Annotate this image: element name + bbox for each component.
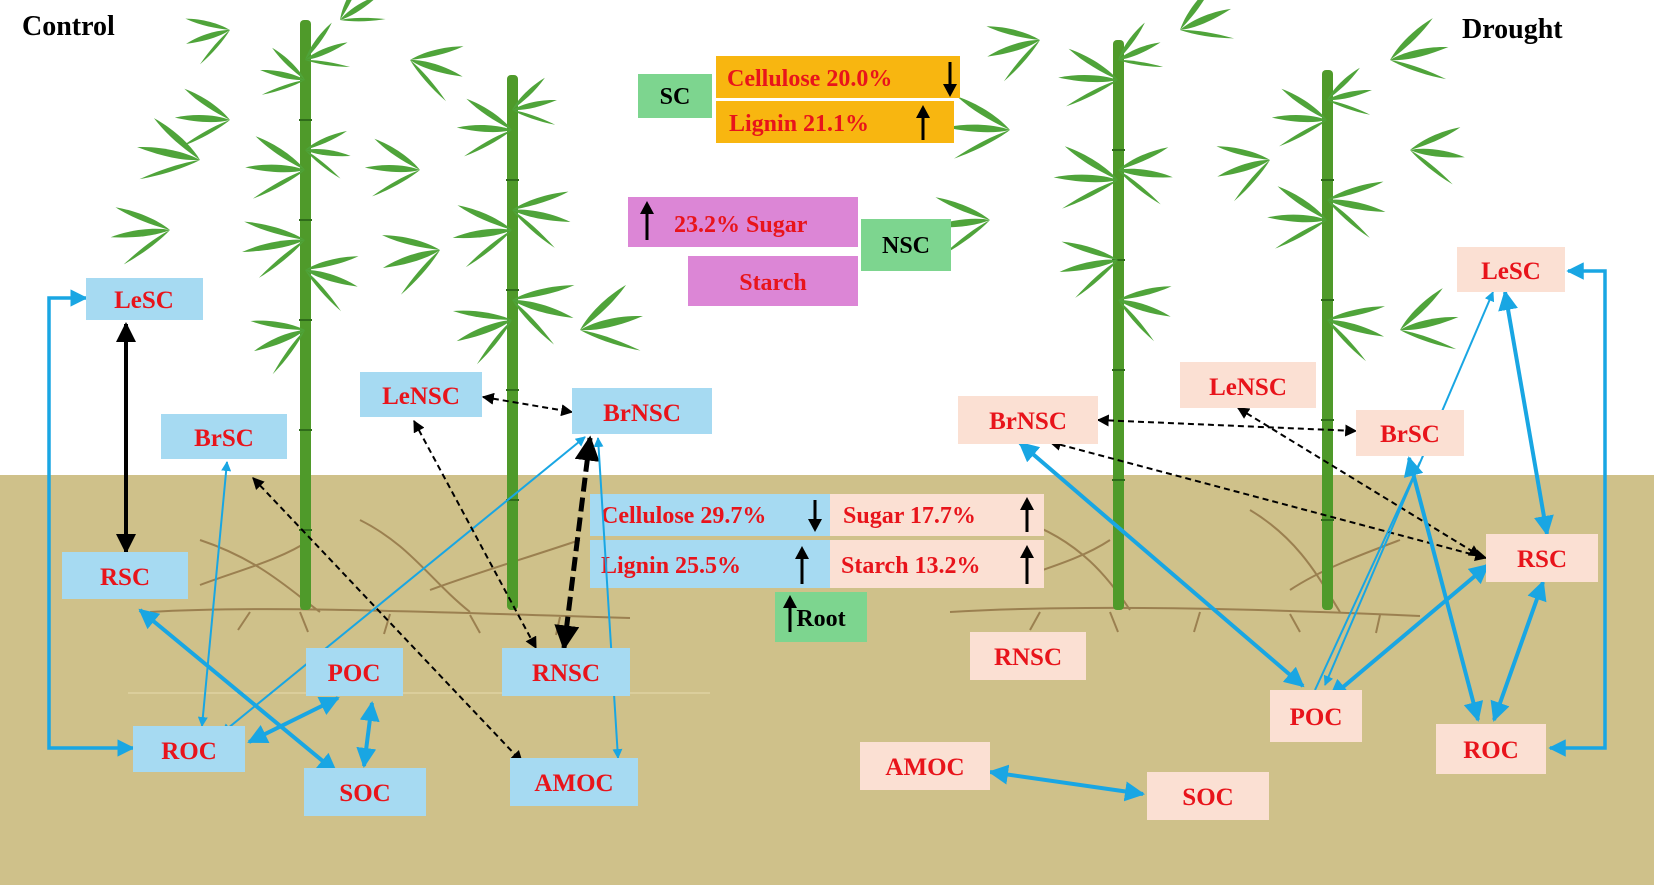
node-control-amoc: AMOC — [510, 758, 638, 806]
node-label: RNSC — [994, 644, 1062, 671]
node-control-poc: POC — [306, 648, 403, 696]
root-cellulose-label: Cellulose 29.7% — [601, 503, 766, 529]
starch-box — [688, 256, 858, 306]
lignin-box — [716, 101, 954, 143]
node-drought-rsc: RSC — [1486, 534, 1598, 582]
root-lignin-box — [590, 540, 830, 588]
edge-brsc-roc — [1403, 456, 1484, 722]
node-label: SOC — [1182, 784, 1233, 811]
node-label: AMOC — [885, 754, 964, 781]
edge-brnsc-amoc — [593, 437, 623, 759]
soil-background — [0, 475, 1654, 885]
edge-lesc-roc — [47, 289, 135, 757]
node-label: SOC — [339, 780, 390, 807]
edge-rsc-roc — [1490, 580, 1547, 722]
sc-box — [638, 74, 712, 118]
node-label: POC — [328, 660, 381, 687]
node-label: ROC — [161, 738, 217, 765]
edge-brnsc-poc — [1018, 441, 1305, 688]
nsc-box — [861, 219, 951, 271]
drought-title: Drought — [1462, 14, 1563, 45]
nsc-label: NSC — [882, 233, 930, 259]
node-control-roc: ROC — [133, 726, 245, 772]
legend-nsc: 23.2% Sugar NSC Starch — [628, 197, 951, 306]
node-label: LeNSC — [382, 383, 460, 410]
lignin-label: Lignin 21.1% — [729, 111, 869, 137]
starch-label: Starch — [739, 270, 807, 296]
arrow-down-icon — [808, 500, 822, 532]
node-label: LeNSC — [1209, 374, 1287, 401]
node-label: RSC — [1517, 546, 1567, 573]
arrow-down-icon — [943, 62, 957, 97]
node-label: BrNSC — [603, 400, 681, 427]
legend-sc: SC Cellulose 20.0% Lignin 21.1% — [638, 56, 960, 143]
drought-nodes: LeSC LeNSC BrNSC BrSC RSC RNSC POC ROC — [860, 247, 1598, 820]
legend-root: Cellulose 29.7% Lignin 25.5% Sugar 17.7%… — [590, 494, 1044, 642]
control-nodes: LeSC BrSC RSC LeNSC BrNSC POC RNSC ROC — [62, 278, 712, 816]
node-label: RNSC — [532, 660, 600, 687]
node-control-brsc: BrSC — [161, 414, 287, 459]
bamboo-stem — [1322, 70, 1333, 610]
node-drought-soc: SOC — [1147, 772, 1269, 820]
arrow-up-icon — [640, 201, 654, 240]
node-label: BrSC — [1380, 421, 1440, 448]
node-drought-amoc: AMOC — [860, 742, 990, 790]
node-label: LeSC — [114, 287, 174, 314]
node-label: BrNSC — [989, 408, 1067, 435]
node-drought-lensc: LeNSC — [1180, 362, 1316, 408]
root-cellulose-box — [590, 494, 830, 536]
arrow-up-icon — [783, 595, 797, 632]
edge-lesc-roc — [1548, 262, 1607, 757]
node-control-soc: SOC — [304, 768, 426, 816]
root-lignin-label: Lignin 25.5% — [601, 553, 741, 579]
sugar-label: 23.2% Sugar — [674, 212, 808, 238]
sugar-box — [628, 197, 858, 247]
node-control-rnsc: RNSC — [502, 648, 630, 696]
bamboo-stem — [300, 20, 311, 610]
node-label: POC — [1290, 704, 1343, 731]
node-drought-brsc: BrSC — [1356, 410, 1464, 456]
edge-lensc-rnsc — [413, 419, 537, 650]
node-control-brnsc: BrNSC — [572, 388, 712, 434]
node-control-lensc: LeNSC — [360, 372, 482, 417]
edge-brnsc-rnsc — [554, 435, 600, 651]
root-starch-box — [830, 540, 1044, 588]
control-title: Control — [22, 11, 115, 42]
cellulose-label: Cellulose 20.0% — [727, 66, 892, 92]
node-label: AMOC — [534, 770, 613, 797]
root-starch-label: Starch 13.2% — [841, 553, 981, 579]
drought-connections — [988, 262, 1607, 802]
cellulose-box — [716, 56, 960, 98]
arrow-up-icon — [795, 546, 809, 584]
sc-label: SC — [660, 84, 691, 110]
node-label: RSC — [100, 564, 150, 591]
edge-amoc-soc — [988, 764, 1145, 802]
node-label: BrSC — [194, 425, 254, 452]
root-sugar-label: Sugar 17.7% — [843, 503, 976, 529]
node-label: LeSC — [1481, 258, 1541, 285]
arrow-up-icon — [916, 105, 930, 140]
node-drought-poc: POC — [1270, 690, 1362, 742]
node-drought-brnsc: BrNSC — [958, 396, 1098, 444]
edge-lensc-brnsc — [481, 392, 574, 417]
node-drought-lesc: LeSC — [1457, 247, 1565, 292]
bamboo-stem — [507, 75, 518, 610]
node-control-lesc: LeSC — [86, 278, 203, 320]
control-connections — [47, 289, 623, 774]
root-sugar-box — [830, 494, 1044, 536]
edge-lesc-rsc — [1498, 290, 1554, 536]
node-control-rsc: RSC — [62, 552, 188, 599]
node-drought-rnsc: RNSC — [970, 632, 1086, 680]
root-label: Root — [796, 606, 845, 632]
node-label: ROC — [1463, 737, 1519, 764]
node-drought-roc: ROC — [1436, 724, 1546, 774]
